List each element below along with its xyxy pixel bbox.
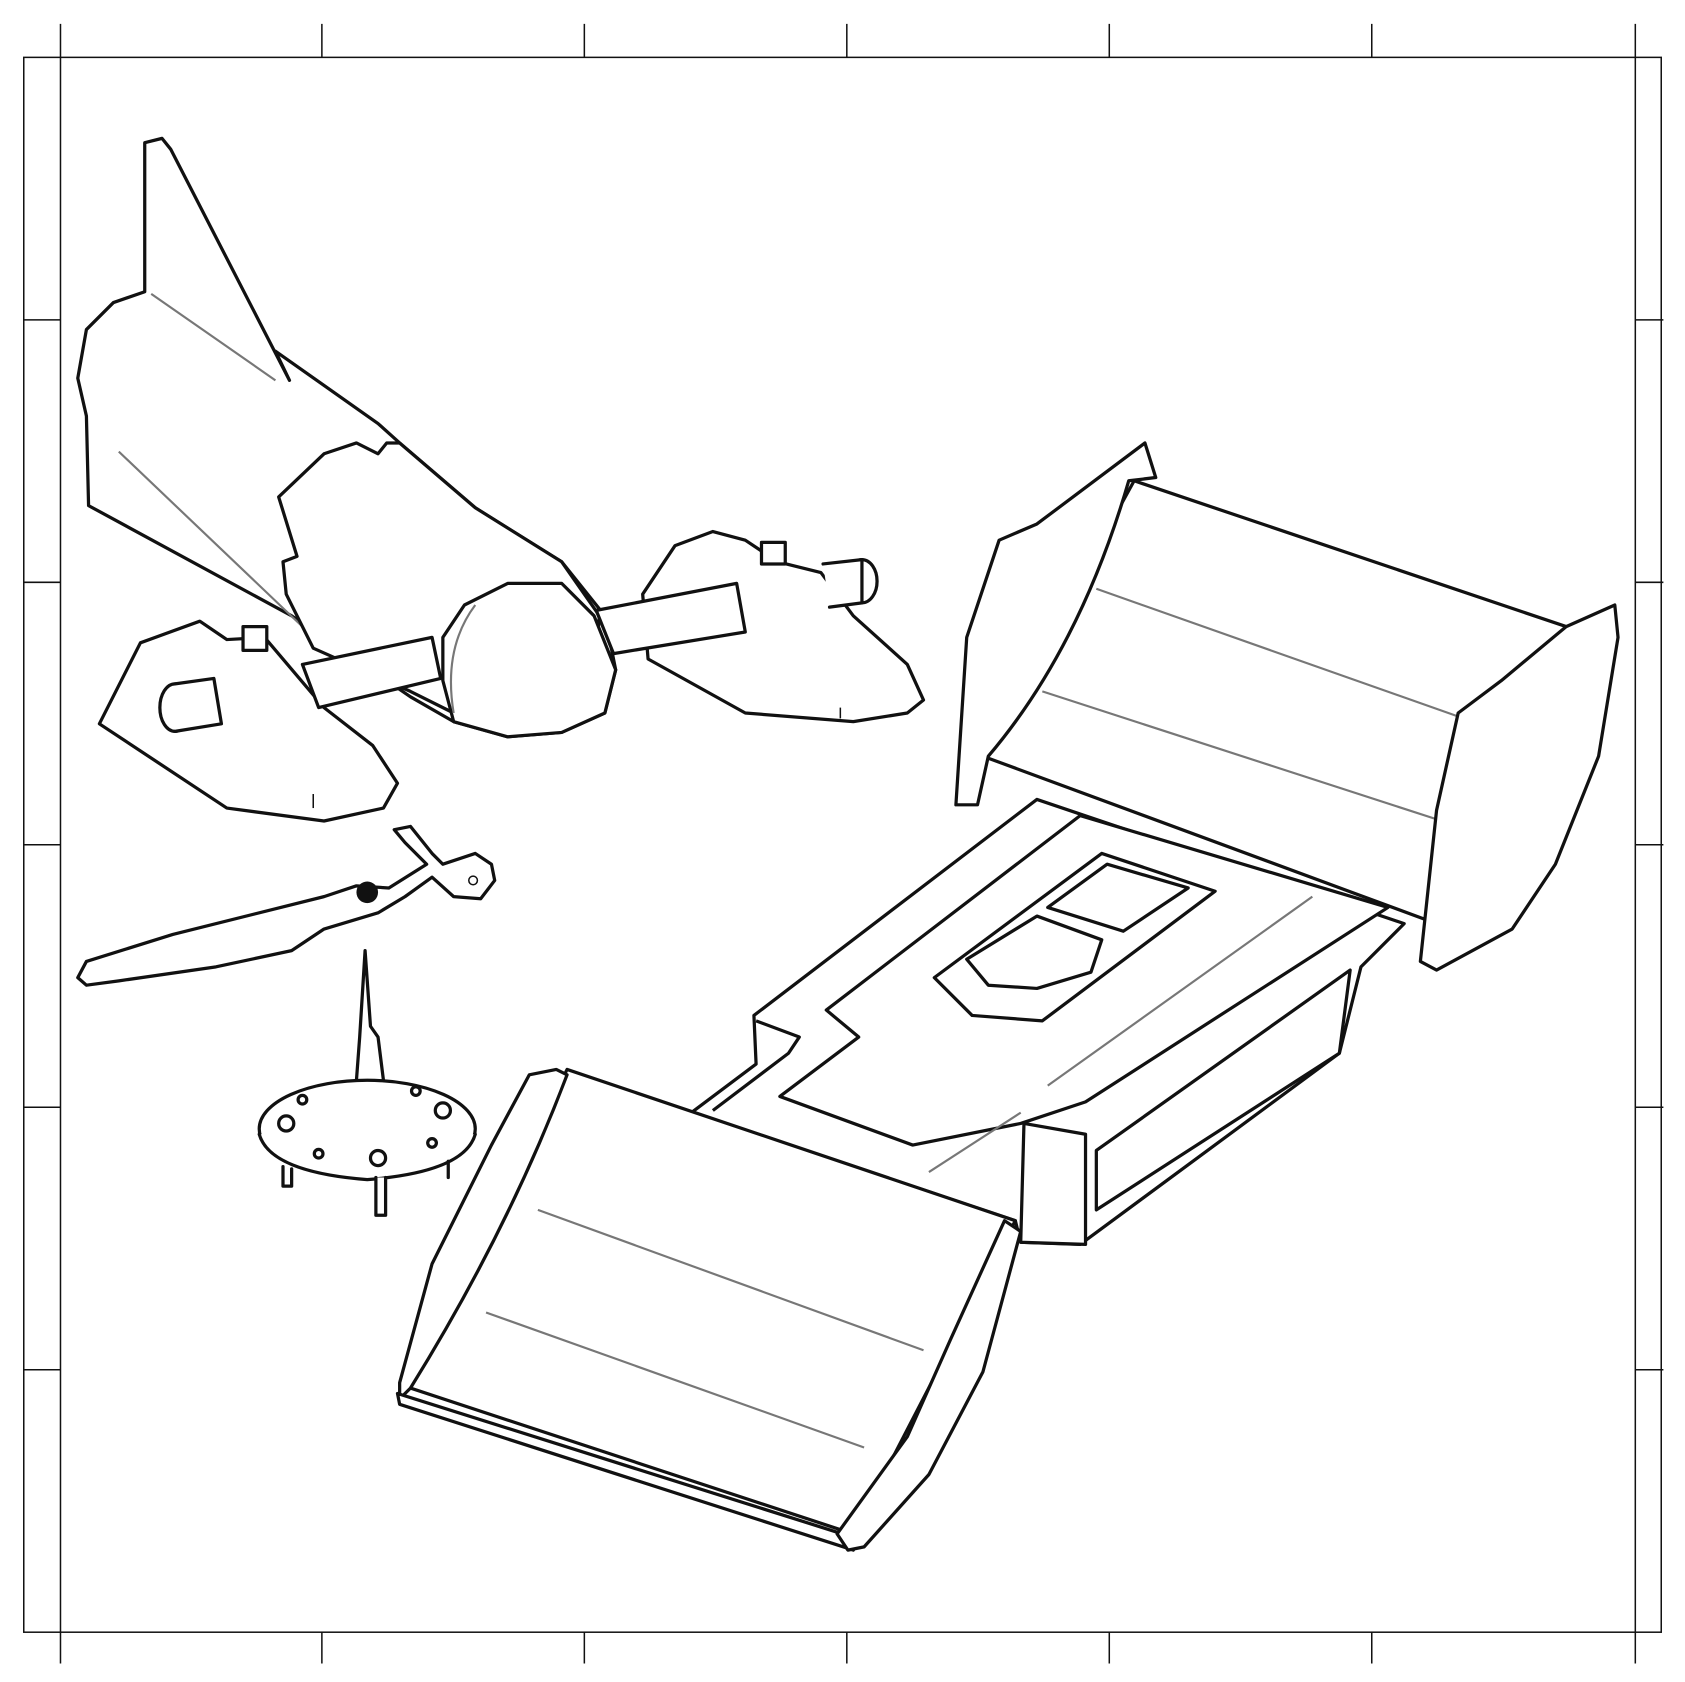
spinner-base xyxy=(257,949,477,1217)
front-flap xyxy=(395,1067,1023,1552)
base-holes xyxy=(277,1085,453,1168)
crop-marks xyxy=(23,23,1664,1664)
box-tray-body xyxy=(689,797,1406,1247)
aircraft-fuselage xyxy=(76,136,618,739)
right-wing-pod xyxy=(594,529,926,724)
propeller xyxy=(76,824,497,987)
left-wing-pod xyxy=(97,619,443,823)
back-flap xyxy=(954,441,1620,972)
propeller-hub-icon xyxy=(356,881,379,904)
